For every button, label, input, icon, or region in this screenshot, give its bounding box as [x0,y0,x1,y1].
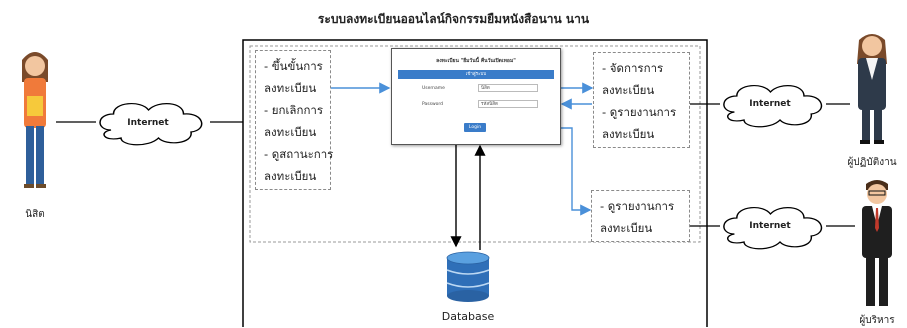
box-line: - ยกเลิกการ [264,103,324,117]
executive-label: ผู้บริหาร [859,315,895,326]
password-field[interactable]: รหัสนิสิต [478,100,538,108]
internet-label-left: Internet [127,118,169,128]
box-line: ลงทะเบียน [600,221,653,235]
staff-person-icon [857,34,887,144]
box-line: ลงทะเบียน [602,127,655,141]
password-row: Password รหัสนิสิต [398,99,554,111]
box-line: - จัดการการ [602,61,664,75]
executive-functions-box: - ดูรายงานการ ลงทะเบียน [591,190,690,242]
internet-label-staff: Internet [749,99,791,109]
executive-person-icon [862,180,892,306]
box-line: ลงทะเบียน [264,81,317,95]
diagram-title: ระบบลงทะเบียนออนไลน์กิจกรรมยืมหนังสือนาน… [317,12,590,26]
login-form-preview: ลงทะเบียน "ยืมวันนี้ คืนวันเปิดเทอม" เข้… [391,48,561,145]
database-label: Database [441,310,495,323]
box-line: - ดูสถานะการ [264,147,334,161]
username-row: Username นิสิต [398,83,554,95]
student-functions-box: - ขึ้นขั้นการ ลงทะเบียน - ยกเลิกการ ลงทะ… [255,50,334,190]
arrow-form-to-report [560,127,592,216]
box-line: - ดูรายงานการ [600,199,675,213]
internet-label-executive: Internet [749,221,791,231]
web-app-region [249,45,701,243]
box-line: - ขึ้นขั้นการ [264,59,323,73]
student-label: นิสิต [25,209,45,220]
login-button[interactable]: Login [464,123,486,132]
username-field[interactable]: นิสิต [478,84,538,92]
form-heading: ลงทะเบียน "ยืมวันนี้ คืนวันเปิดเทอม" [436,58,516,64]
form-bar: เข้าสู่ระบบ [398,70,554,79]
database-icon [446,251,490,302]
staff-label: ผู้ปฏิบัติงาน [847,157,897,168]
box-line: ลงทะเบียน [264,125,317,139]
password-label: Password [422,102,444,107]
username-label: Username [422,86,445,91]
staff-functions-box: - จัดการการ ลงทะเบียน - ดูรายงานการ ลงทะ… [593,52,690,148]
box-line: ลงทะเบียน [602,83,655,97]
box-line: - ดูรายงานการ [602,105,677,119]
box-line: ลงทะเบียน [264,169,317,183]
student-person-icon [22,52,48,188]
